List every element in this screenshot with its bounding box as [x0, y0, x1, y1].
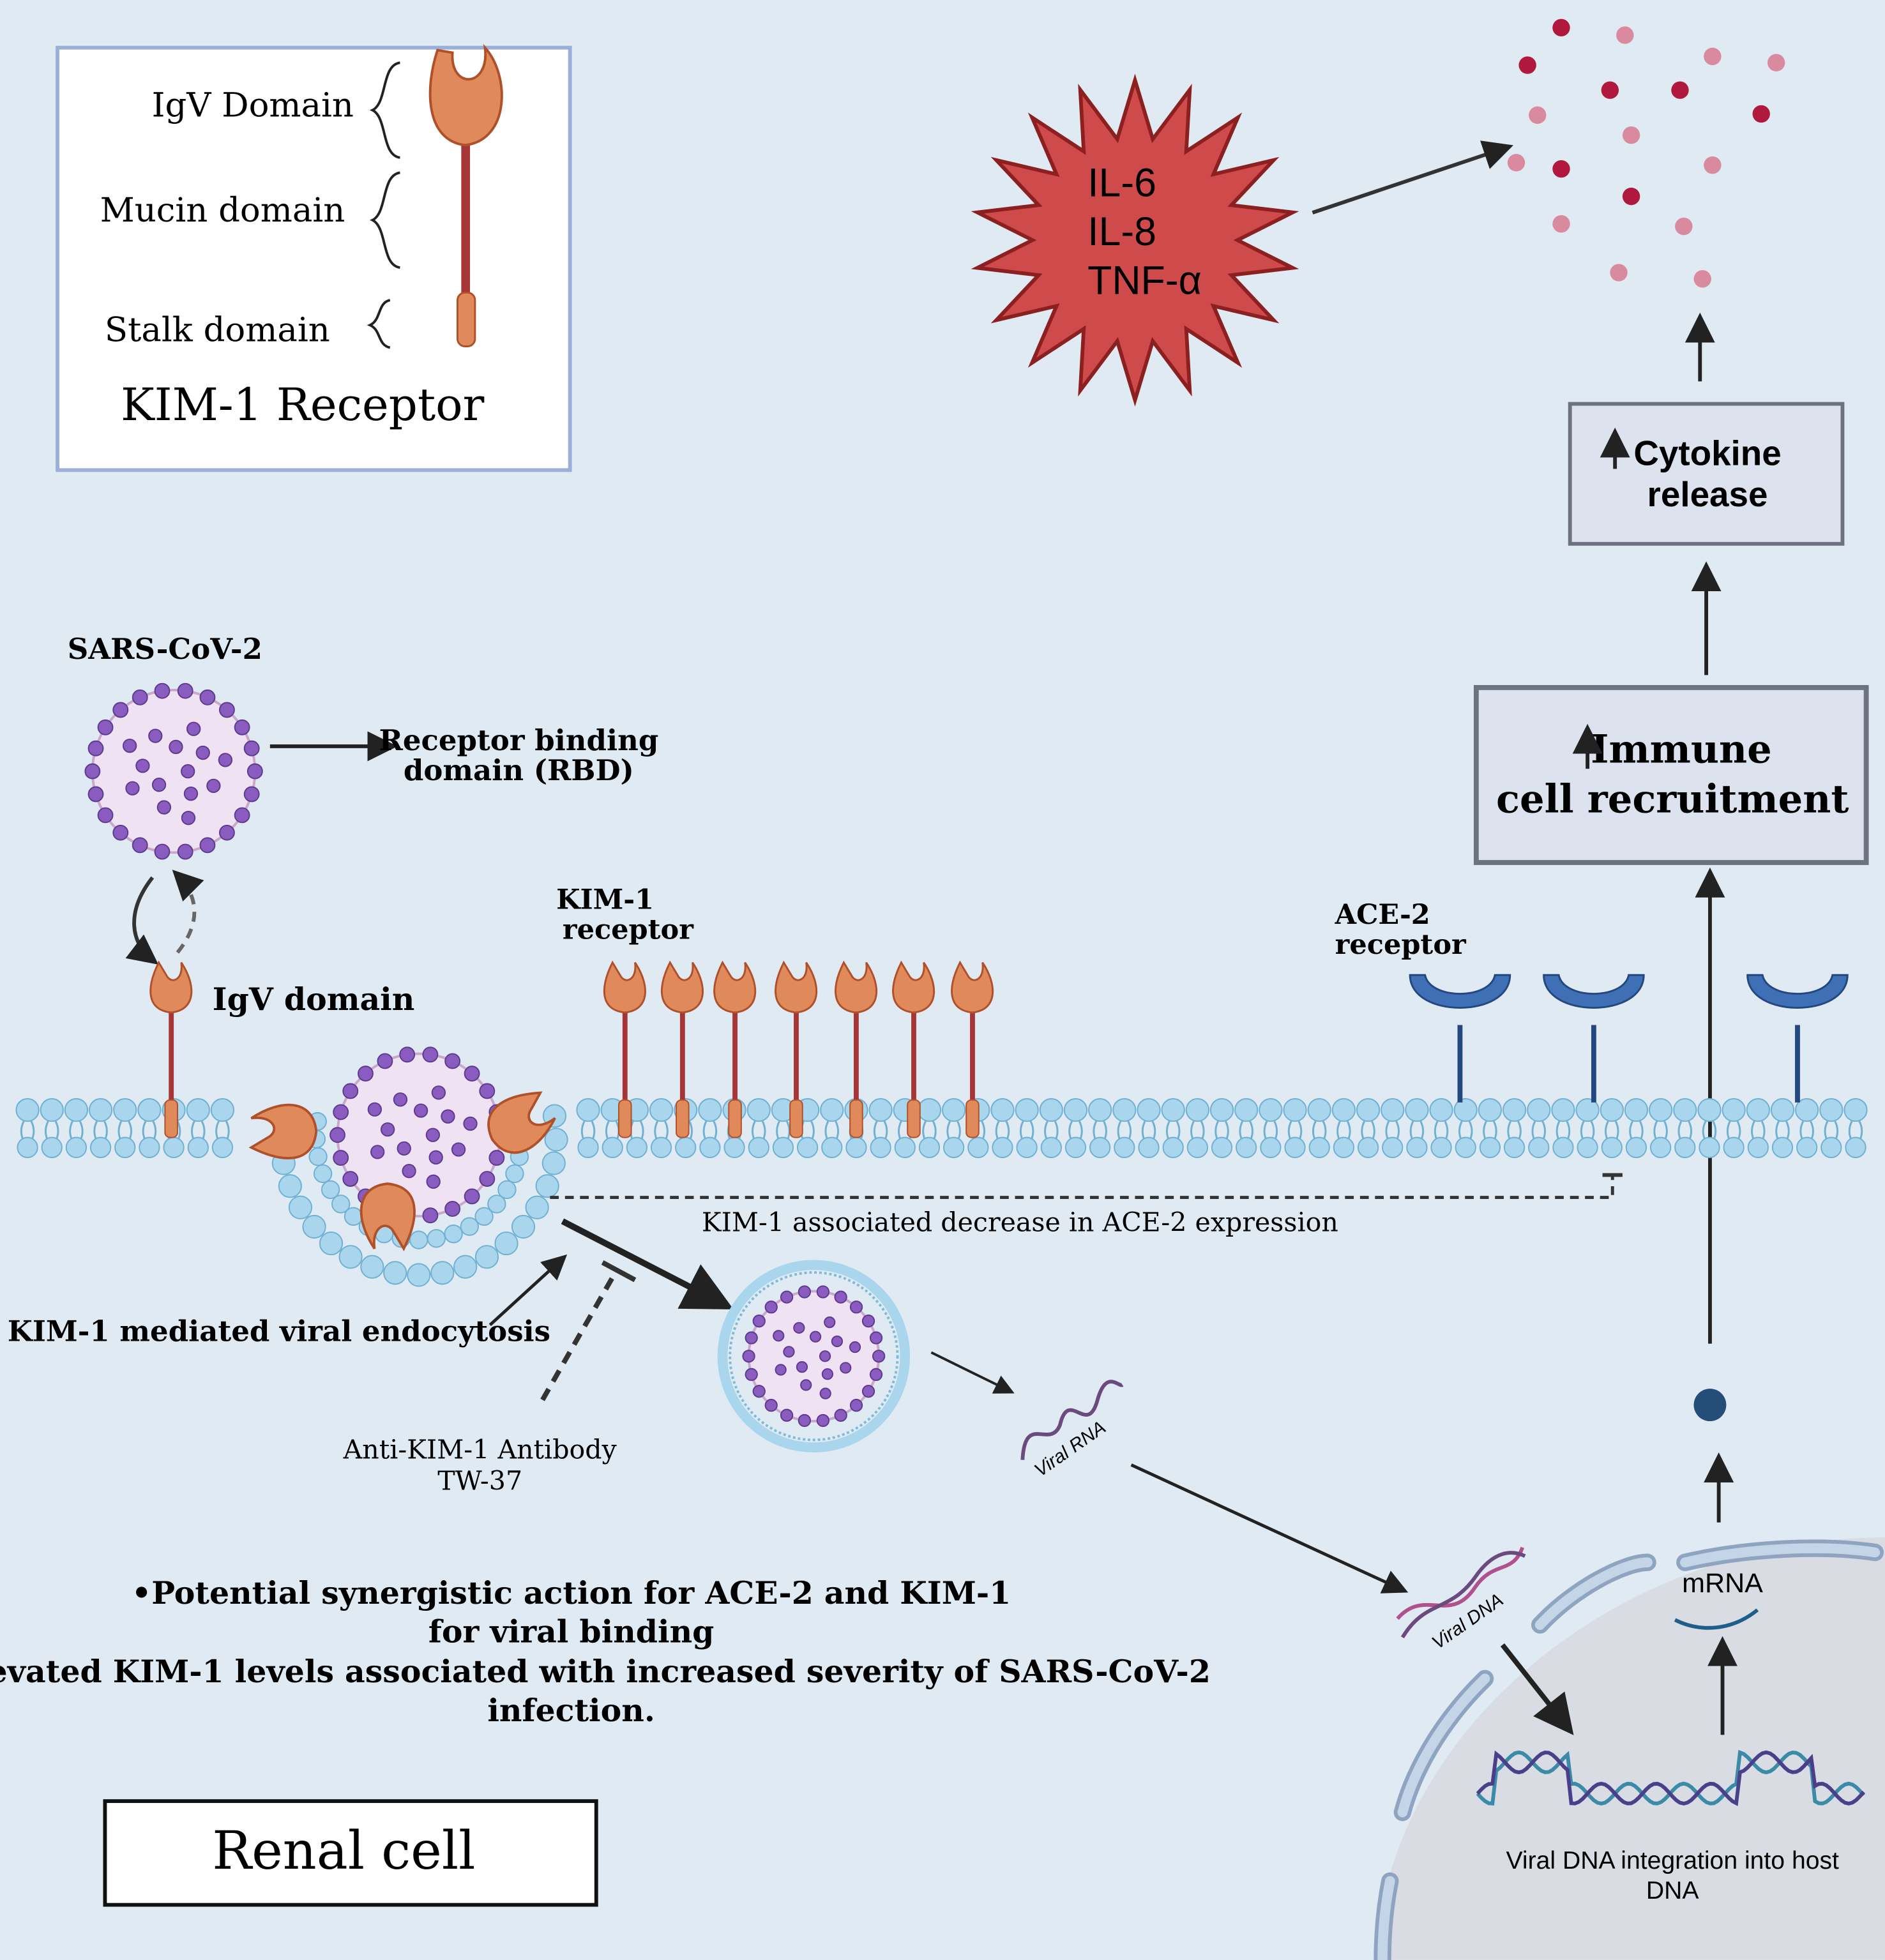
kim1-receptors [603, 961, 994, 1138]
immune-recruitment-box [1473, 685, 1869, 865]
renal-cell-box [103, 1799, 598, 1907]
note-1: •Potential synergistic action for ACE-2 … [132, 1574, 1011, 1611]
endosome [717, 1260, 911, 1452]
cytokine-text-2: release [1647, 474, 1768, 514]
cytokine-particle [1616, 26, 1634, 44]
nuclear-envelope [1374, 1539, 1884, 1960]
igv-domain-label: IgV domain [213, 981, 415, 1018]
cytokine-particle [1767, 54, 1785, 72]
kim1-receptor [660, 961, 704, 1138]
igv-receptor [149, 961, 193, 1138]
cytokine-particle [1601, 81, 1619, 99]
cytokine-particle [1507, 154, 1525, 172]
integration-label-1: Viral DNA integration into host [1506, 1847, 1839, 1874]
arrow-to-cytokines [1312, 140, 1513, 215]
cytokine-particle [1622, 187, 1640, 206]
kim1-receptor [892, 961, 935, 1138]
viral-dna-icon [1396, 1546, 1526, 1639]
legend-mucin: Mucin domain [100, 191, 345, 230]
kim1-receptor [775, 961, 818, 1138]
viral-rna-icon [1020, 1380, 1124, 1460]
legend-igv: IgV Domain [152, 86, 354, 124]
immune-text-1: Immune [1591, 727, 1772, 772]
cytokine-particle [1552, 19, 1570, 37]
viral-rna-label: Viral RNA [1031, 1417, 1110, 1481]
sars-cov-2-label: SARS-CoV-2 [68, 632, 262, 666]
cytokine-particle [1529, 106, 1547, 124]
ace2-receptor [1746, 974, 1849, 1103]
cytokine-particle [1752, 105, 1770, 123]
sars-cov-2-virus-icon [84, 682, 263, 860]
antibody-label-1: Anti-KIM-1 Antibody [343, 1435, 617, 1465]
ace2-label-1: ACE-2 [1335, 899, 1430, 931]
rbd-label-1: Receptor binding [379, 723, 658, 757]
notes: •Potential synergistic action for ACE-2 … [0, 1574, 1211, 1729]
il8-label: IL-8 [1087, 209, 1156, 254]
ace2-label-2: receptor [1335, 929, 1467, 961]
cytokine-text-1: Cytokine [1633, 433, 1781, 472]
note-3: •Elevated KIM-1 levels associated with i… [0, 1653, 1211, 1690]
kim1-receptor [951, 961, 994, 1138]
cytokine-burst: IL-6 IL-8 TNF-α [971, 73, 1299, 407]
cytokine-particle [1518, 56, 1536, 74]
endosome-virus-icon [742, 1285, 886, 1428]
cytokine-particle [1693, 270, 1711, 288]
note-2: for viral binding [428, 1613, 715, 1650]
cytokine-particle [1704, 156, 1722, 174]
kim1-receptor-diagram [428, 43, 503, 347]
ace2-receptor [1409, 974, 1511, 1103]
brace-icons [367, 61, 400, 349]
cytokine-particle [1552, 215, 1570, 233]
cytokine-particle [1671, 81, 1689, 99]
cytokine-particle [1675, 217, 1693, 236]
integration-label-2: DNA [1646, 1877, 1700, 1904]
cytokine-particles [1507, 19, 1785, 288]
cytokine-particle [1610, 264, 1628, 282]
cytokine-release-box [1568, 402, 1845, 546]
nucleus [1375, 1537, 1885, 1960]
bound-virus-icon [329, 1046, 508, 1224]
legend-stalk: Stalk domain [105, 311, 330, 350]
kim1-label-1: KIM-1 [556, 884, 654, 916]
rbd-label-2: domain (RBD) [404, 753, 634, 787]
kim1-receptor [713, 961, 757, 1138]
endocytosis-label: KIM-1 mediated viral endocytosis [8, 1315, 550, 1348]
antibody-label-2: TW-37 [437, 1466, 522, 1496]
kim1-receptor [835, 961, 878, 1138]
mrna-icon [1674, 1608, 1759, 1630]
ace2-decrease-label: KIM-1 associated decrease in ACE-2 expre… [702, 1207, 1338, 1237]
cytokine-particle [1552, 160, 1570, 178]
cytokine-particle [1622, 126, 1640, 144]
kim1-receptor [603, 961, 646, 1138]
protein-icon [1693, 1389, 1727, 1422]
ace2-receptors [1409, 974, 1849, 1103]
il6-label: IL-6 [1087, 161, 1156, 206]
mrna-label: mRNA [1682, 1568, 1763, 1599]
renal-cell-label: Renal cell [212, 1821, 475, 1881]
legend-title: KIM-1 Receptor [121, 379, 484, 431]
note-4: infection. [487, 1692, 655, 1729]
ace2-receptor [1543, 974, 1645, 1103]
immune-text-2: cell recruitment [1496, 777, 1849, 822]
cytokine-particle [1704, 47, 1722, 66]
kim1-label-2: receptor [563, 914, 694, 946]
tnf-label: TNF-α [1087, 258, 1202, 303]
host-dna-icon [1476, 1749, 1865, 1807]
